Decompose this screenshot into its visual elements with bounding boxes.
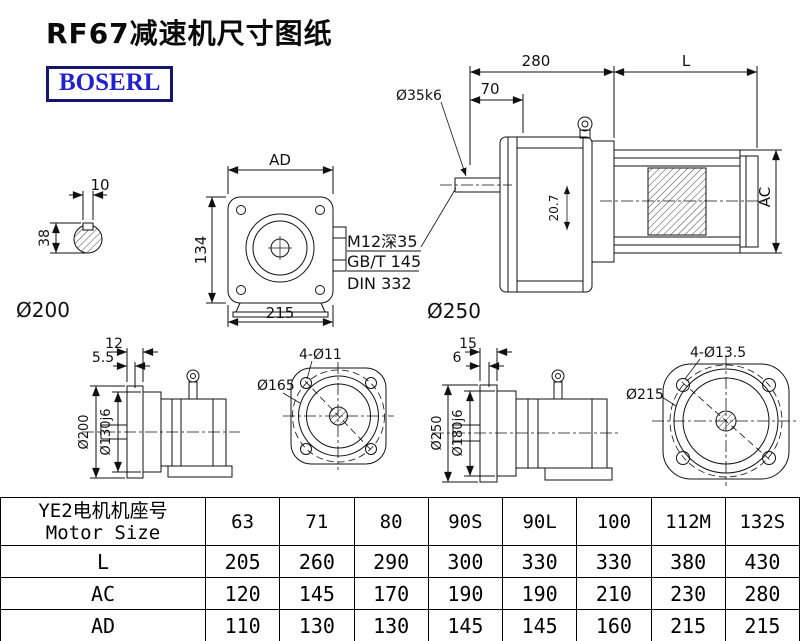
dim-key-width: 10 [90, 176, 109, 194]
table-cell: 290 [353, 545, 429, 578]
note-tapped-hole: M12深35 [347, 232, 418, 251]
table-cell: 145 [427, 609, 504, 641]
dim-flange-dia-250: Ø250 [430, 415, 445, 450]
table-cell: 205 [204, 545, 281, 578]
table-row-AC: AC 120 145 170 190 190 210 230 280 [0, 577, 800, 610]
header-label-cn: YE2电机机座号 [38, 499, 168, 522]
table-row-AD: AD 110 130 130 145 145 160 215 215 [0, 609, 800, 641]
foot-mount-view-large [432, 348, 620, 483]
table-cell: 430 [724, 545, 800, 578]
dim-5-5: 5.5 [92, 350, 114, 366]
table-cell: 215 [724, 609, 800, 641]
table-cell: 120 [204, 577, 281, 610]
table-cell: 215 [650, 609, 726, 641]
brand-logo: BOSERL [46, 66, 174, 102]
col-header-90S: 90S [427, 497, 504, 546]
col-header-90L: 90L [501, 497, 578, 546]
motor-size-table: YE2电机机座号 Motor Size 63 71 80 90S 90L 100… [0, 497, 800, 641]
table-cell: 280 [724, 577, 800, 610]
table-cell: 160 [576, 609, 652, 641]
dim-70: 70 [480, 80, 499, 98]
table-cell: 260 [279, 545, 355, 578]
table-cell: 230 [650, 577, 726, 610]
dim-bolt-holes-small: 4-Ø11 [299, 347, 342, 363]
dim-134: 134 [192, 236, 210, 265]
dim-bolt-circle-165: Ø165 [257, 378, 295, 394]
table-row-L: L 205 260 290 300 330 330 380 430 [0, 545, 800, 578]
dim-AD: AD [269, 151, 291, 169]
dim-15: 15 [459, 336, 477, 352]
col-header-100: 100 [576, 497, 652, 546]
dim-bolt-circle-215: Ø215 [626, 387, 664, 403]
dim-spigot-dia-130: Ø130j6 [99, 409, 114, 456]
table-cell: 130 [279, 609, 355, 641]
engineering-drawing: 10 38 Ø200 AD 134 215 280 L 70 Ø35k6 AC … [16, 52, 798, 486]
row-label-AC: AC [0, 577, 206, 610]
dim-12: 12 [105, 336, 123, 352]
flange-view-small [282, 360, 394, 470]
gearbox-front-view [206, 166, 347, 327]
table-cell: 145 [501, 609, 578, 641]
table-cell: 170 [353, 577, 429, 610]
note-din-standard: DIN 332 [347, 274, 412, 293]
table-cell: 145 [279, 577, 355, 610]
table-cell: 110 [204, 609, 281, 641]
dim-280: 280 [522, 52, 551, 70]
col-header-132S: 132S [724, 497, 800, 546]
dim-20-7: 20.7 [547, 195, 561, 222]
table-cell: 330 [576, 545, 652, 578]
header-label-en: Motor Size [45, 521, 161, 544]
flange-view-large [652, 356, 798, 486]
table-cell: 380 [650, 545, 726, 578]
shaft-key-section-view [50, 191, 107, 254]
note-gbt-standard: GB/T 145 [347, 252, 421, 271]
foot-mount-view-small [82, 348, 240, 479]
label-shaft-dia-200: Ø200 [16, 298, 70, 322]
dim-spigot-dia-180: Ø180j6 [451, 410, 466, 457]
table-cell: 190 [501, 577, 578, 610]
table-corner-cell: YE2电机机座号 Motor Size [0, 497, 206, 546]
dim-215: 215 [266, 304, 295, 322]
table-cell: 330 [501, 545, 578, 578]
dim-flange-dia-200: Ø200 [77, 414, 92, 449]
col-header-63: 63 [204, 497, 281, 546]
dim-key-depth: 38 [37, 229, 53, 247]
table-cell: 300 [427, 545, 504, 578]
page-title: RF67减速机尺寸图纸 [46, 17, 333, 50]
col-header-71: 71 [279, 497, 355, 546]
dim-L: L [682, 52, 691, 70]
label-flange-dia-250: Ø250 [427, 299, 481, 323]
table-header-row: YE2电机机座号 Motor Size 63 71 80 90S 90L 100… [0, 497, 800, 546]
table-cell: 130 [353, 609, 429, 641]
row-label-AD: AD [0, 609, 206, 641]
table-cell: 190 [427, 577, 504, 610]
col-header-80: 80 [353, 497, 429, 546]
dim-6: 6 [453, 350, 462, 366]
dim-bolt-holes-large: 4-Ø13.5 [690, 345, 746, 361]
table-cell: 210 [576, 577, 652, 610]
dim-AC: AC [756, 187, 774, 207]
gearmotor-side-view [347, 66, 782, 293]
row-label-L: L [0, 545, 206, 578]
dim-shaft-dia: Ø35k6 [396, 88, 442, 104]
col-header-112M: 112M [650, 497, 726, 546]
